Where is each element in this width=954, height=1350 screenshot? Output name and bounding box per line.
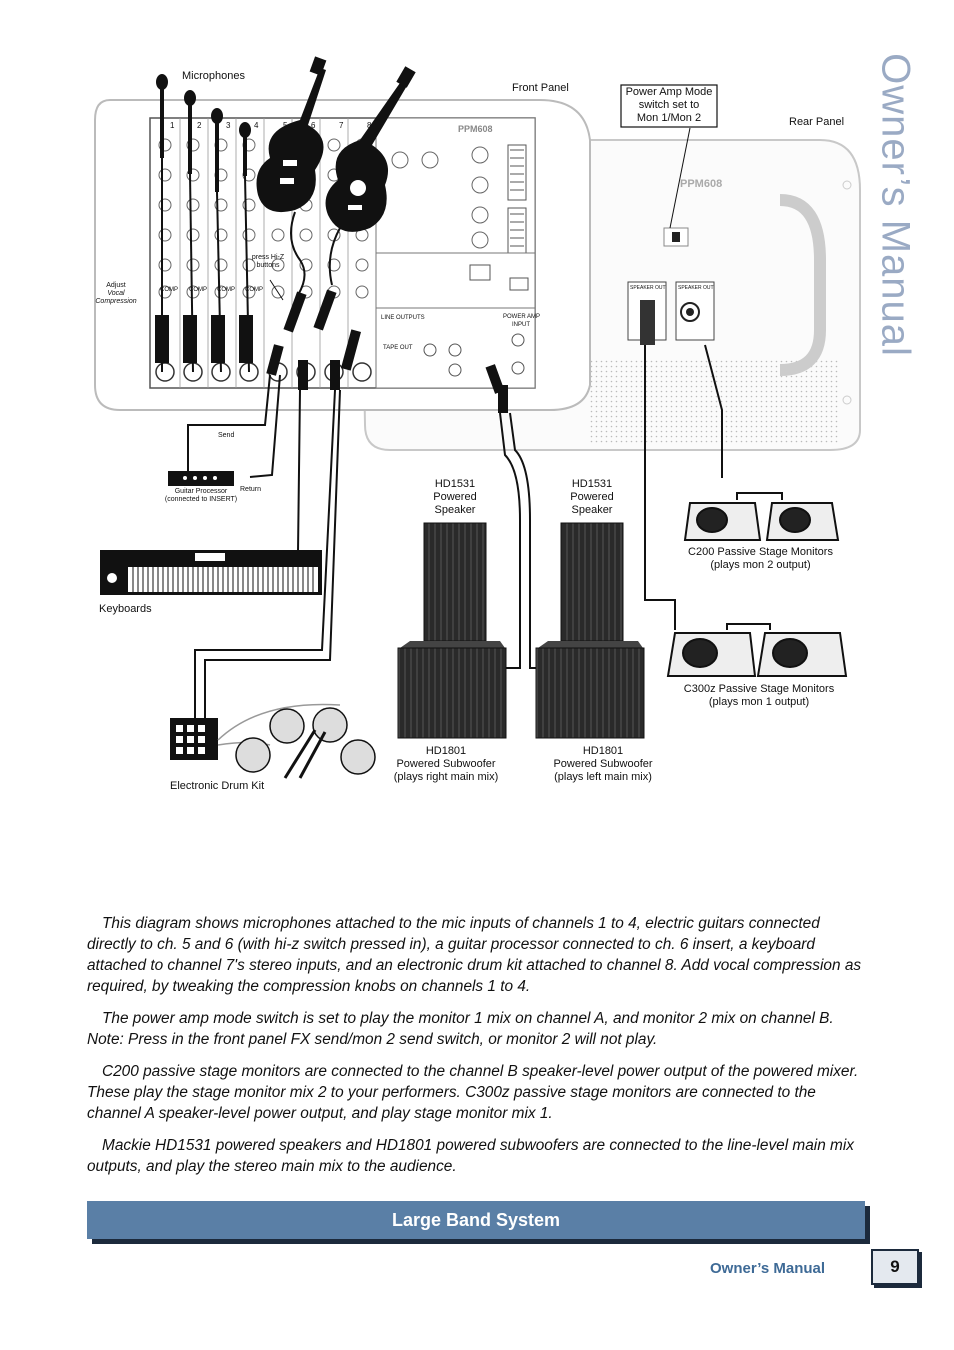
paragraph-powered-speakers: Mackie HD1531 powered speakers and HD180… [87,1137,854,1175]
channel-8-number: 8 [367,121,372,130]
hd1531-speaker-a-icon [423,522,487,642]
c300z-label: C300z Passive Stage Monitors(plays mon 1… [683,683,835,708]
hd1801-subwoofer-left-icon [535,641,645,739]
banner-title: Large Band System [391,1210,561,1230]
comp-label-1: COMP [160,287,178,293]
section-banner: Large Band System [87,1201,865,1239]
channel-5-number: 5 [283,121,288,130]
comp-label-3: COMP [217,287,235,293]
microphones-label: Microphones [182,70,245,82]
rear-panel-brand: PPM608 [680,178,723,190]
c300z-monitors-icon [666,632,848,677]
power-amp-mode-box [620,84,718,128]
electric-guitar-icon [256,56,327,296]
acoustic-guitar-icon [325,66,416,286]
rear-panel-label: Rear Panel [789,116,845,128]
paragraph-stage-monitors: C200 passive stage monitors are connecte… [87,1063,859,1122]
microphones-icon [155,74,253,373]
send-label: Send [218,432,235,439]
channel-2-number: 2 [197,121,202,130]
power-amp-label: POWER AMP [503,314,541,320]
channel-3-number: 3 [226,121,231,130]
hd1801-subwoofer-right-icon [397,641,507,739]
return-label: Return [240,486,262,493]
c200-label: C200 Passive Stage Monitors(plays mon 2 … [688,546,833,571]
speaker-out-a-label: SPEAKER OUT [630,285,666,291]
guitar-processor-icon [168,471,234,486]
channel-7-number: 7 [339,121,344,130]
page-number: 9 [871,1249,919,1285]
c200-monitors-icon [683,502,840,541]
comp-label-2: COMP [189,287,207,293]
channel-6-number: 6 [311,121,316,130]
guitar-processor-label: Guitar Processor(connected to INSERT) [164,488,238,503]
front-panel-label: Front Panel [512,82,569,94]
channel-4-number: 4 [254,121,259,130]
paragraph-overview: This diagram shows microphones attached … [87,915,862,995]
front-panel-brand: PPM608 [458,124,493,134]
band-system-diagram [94,56,861,779]
hd1531-speaker-b-icon [560,522,624,642]
comp-label-4: COMP [245,287,263,293]
speaker-out-b-label: SPEAKER OUT [678,285,714,291]
paragraph-power-amp-mode: The power amp mode switch is set to play… [87,1010,834,1048]
keyboard-icon [100,550,322,595]
input-label: INPUT [512,322,530,328]
tape-out-label: TAPE OUT [383,345,413,351]
footer-label: Owner’s Manual [710,1260,826,1277]
channel-1-number: 1 [170,121,175,130]
keyboards-label: Keyboards [99,603,152,615]
line-outputs-label: LINE OUTPUTS [381,315,425,321]
drum-kit-icon [170,703,376,779]
drum-kit-label: Electronic Drum Kit [170,780,265,792]
